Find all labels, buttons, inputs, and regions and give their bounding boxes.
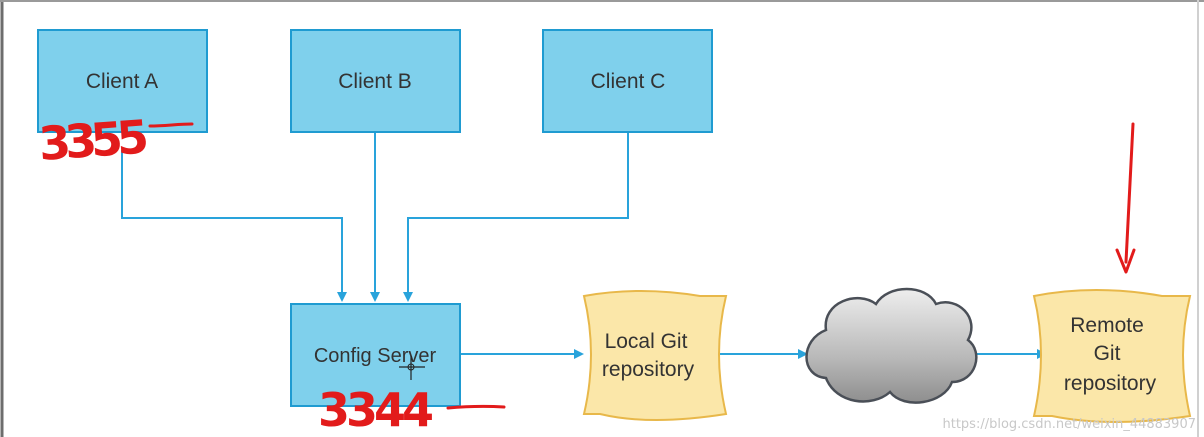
client-c-connector [403,132,629,302]
annotation-dash-b [446,404,506,410]
client-b-box: Client B [290,29,461,133]
client-a-port-annotation: 3355 [37,110,148,171]
connectors [121,132,1047,359]
config-server-box: Config Server [290,303,461,407]
remote-repo-label-line3: repository [1064,372,1157,395]
client-a-label: Client A [86,70,158,93]
cursor-crosshair-icon [399,356,425,380]
remote-repo-label-line2: Git [1094,342,1121,365]
config-server-port-annotation: 3344 [318,383,432,437]
local-repo-label-line2: repository [602,358,695,381]
client-c-label: Client C [591,70,666,93]
local-repo-label-line1: Local Git [605,330,688,353]
client-a-box: Client A [37,29,208,133]
local-git-repository: Local Git repository [582,290,728,421]
annotation-dash-a [148,122,194,128]
cloud-icon [805,287,978,404]
remote-git-repository: Remote Git repository [1032,289,1192,423]
client-c-box: Client C [542,29,713,133]
red-pointer-arrow [1115,122,1136,274]
annotation-3344: 3344 [318,383,506,437]
config-server-label: Config Server [314,345,437,367]
client-b-label: Client B [338,70,412,93]
client-a-connector [121,150,347,302]
remote-repo-label-line1: Remote [1070,314,1144,337]
annotation-3355: 3355 [37,110,194,171]
watermark: https://blog.csdn.net/weixin_44883907 [942,417,1196,432]
